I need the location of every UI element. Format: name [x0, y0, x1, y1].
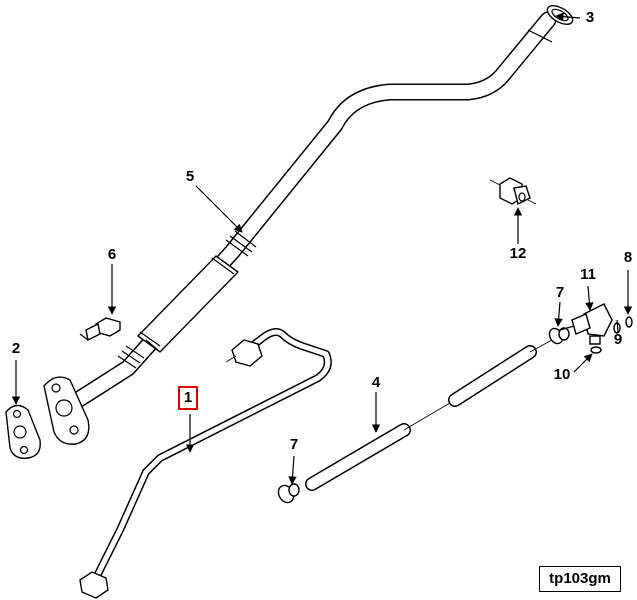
- callout-11[interactable]: 11: [580, 266, 596, 283]
- clamp-part-7-upper: [548, 327, 570, 345]
- bolt-part-6: [79, 317, 121, 342]
- washer-part-10: [590, 346, 602, 354]
- hose-part-4: [305, 339, 553, 491]
- reference-code: tp103gm: [539, 566, 621, 592]
- drain-tube-part-5: [61, 11, 557, 414]
- flange-gasket-part-2: [5, 404, 41, 459]
- clamp-part-7-lower: [277, 483, 300, 504]
- oil-feed-line-part-1: [79, 328, 332, 599]
- callout-2[interactable]: 2: [11, 340, 21, 357]
- tube-flange: [43, 376, 90, 445]
- callout-5[interactable]: 5: [185, 168, 195, 185]
- callout-3[interactable]: 3: [585, 9, 595, 26]
- callout-1[interactable]: 1: [178, 386, 198, 410]
- callout-6[interactable]: 6: [107, 246, 117, 263]
- callout-4[interactable]: 4: [371, 374, 381, 391]
- callout-7-lower[interactable]: 7: [289, 436, 299, 453]
- callout-9[interactable]: 9: [613, 331, 623, 348]
- o-ring-part-8: [625, 316, 633, 328]
- callout-7-upper[interactable]: 7: [555, 284, 565, 301]
- callout-8[interactable]: 8: [623, 249, 633, 266]
- fitting-part-11: [559, 303, 613, 345]
- leader-lines: [11, 12, 633, 485]
- connector-part-12: [489, 177, 537, 206]
- callout-10[interactable]: 10: [553, 366, 571, 383]
- callout-12[interactable]: 12: [509, 245, 527, 262]
